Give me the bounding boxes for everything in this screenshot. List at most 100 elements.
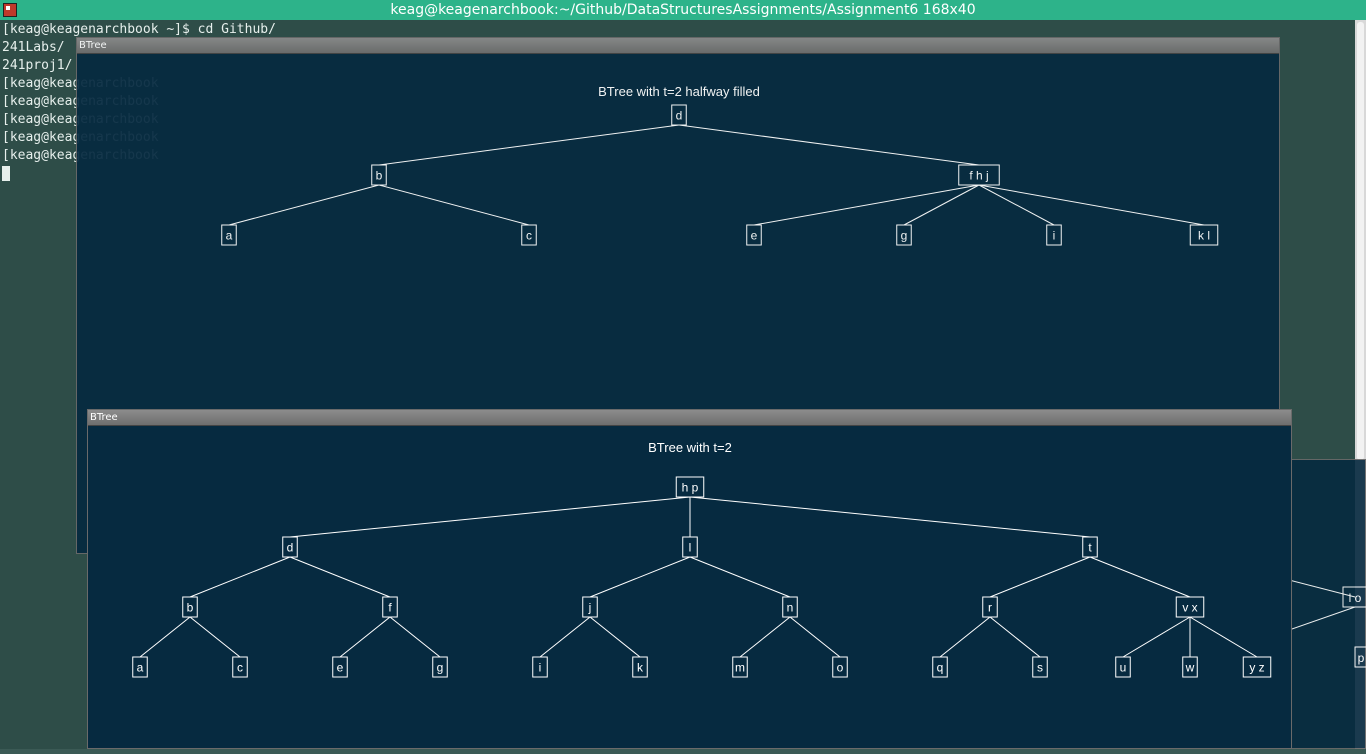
tree-node-box: [332, 656, 348, 678]
tree-node-label: g: [437, 661, 444, 675]
tree-node-label: r: [988, 601, 992, 615]
tree-node-label: w: [1185, 661, 1195, 675]
tree-node-label: a: [137, 661, 144, 675]
tree-edges: [139, 496, 1258, 658]
tree-node-box: [521, 224, 537, 246]
window-titlebar[interactable]: BTree: [88, 410, 1291, 426]
tree-node-box: [221, 224, 237, 246]
tree-edge: [939, 616, 991, 658]
tree-node-label: e: [751, 229, 758, 243]
tree-node-label: g: [901, 229, 908, 243]
tree-edge: [678, 124, 980, 166]
tree-node-label: k: [637, 661, 644, 675]
tree-edge: [389, 616, 441, 658]
tree-node-box: [682, 536, 698, 558]
tree-node-label: m: [735, 661, 745, 675]
terminal-scrollbar[interactable]: [1355, 20, 1366, 749]
tree-node-box: [532, 656, 548, 678]
tree-node-box: [671, 104, 687, 126]
tree-node-box: [282, 536, 298, 558]
tree-node-label: t: [1088, 541, 1092, 555]
terminal-cursor: [2, 166, 10, 181]
tree-node-label: a: [226, 229, 233, 243]
tree-edge: [339, 616, 391, 658]
tree-node-box: [1082, 536, 1098, 558]
tree-node-label: d: [287, 541, 294, 555]
tree-node-box: [1189, 224, 1219, 246]
chart-title: BTree with t=2: [648, 440, 732, 455]
tree-node-label: b: [187, 601, 194, 615]
tree-node-box: [1032, 656, 1048, 678]
tree-node-label: j: [588, 601, 592, 615]
tree-node-box: [632, 656, 648, 678]
tree-node-box: [732, 656, 748, 678]
tree-edge: [739, 616, 791, 658]
tree-node-box: [232, 656, 248, 678]
terminal-line: [keag@keagenarchbook ~]$ cd Github/: [2, 22, 276, 37]
background-tree-plot: l o p: [1288, 579, 1366, 668]
tree-edge: [139, 616, 191, 658]
btree-window-background[interactable]: l o p: [1288, 459, 1366, 749]
tree-edges: [228, 124, 1205, 226]
tree-edge: [1189, 616, 1258, 658]
tree-node-box: [932, 656, 948, 678]
tree-node-label: q: [937, 661, 944, 675]
tree-node-box: [1115, 656, 1131, 678]
tree-edge: [189, 556, 291, 598]
tree-node-label: e: [337, 661, 344, 675]
tree-edge: [1122, 616, 1191, 658]
tree-edge: [289, 556, 391, 598]
tree-node-label: y z: [1249, 661, 1264, 675]
tree-node-label: f h j: [969, 169, 988, 183]
tree-node-box: [982, 596, 998, 618]
tree-edge: [903, 184, 980, 226]
tree-node-box: [675, 476, 705, 498]
tree-node-label: f: [388, 601, 392, 615]
tree-node-label: d: [676, 109, 683, 123]
tree-node-box: [182, 596, 198, 618]
tree-edge: [589, 616, 641, 658]
tree-node-box: [371, 164, 387, 186]
scrollbar-thumb[interactable]: [1357, 22, 1364, 460]
tree-edge: [753, 184, 980, 226]
tree-edge: [1089, 556, 1191, 598]
tree-edge: [589, 556, 691, 598]
tree-edge: [378, 184, 530, 226]
tree-node-box: [382, 596, 398, 618]
window-titlebar[interactable]: BTree: [77, 38, 1279, 54]
tree-node-box: [896, 224, 912, 246]
tree-node-box: [132, 656, 148, 678]
tree-node-box: [1175, 596, 1205, 618]
tree-node-label: l: [689, 541, 692, 555]
tree-edge: [539, 616, 591, 658]
tree-node-label: i: [1053, 229, 1056, 243]
terminal-line: 241proj1/: [2, 58, 73, 73]
tree-node-label: p: [1358, 651, 1365, 665]
tree-node-box: [582, 596, 598, 618]
tree-node-box: [958, 164, 1000, 186]
tree-edge: [989, 616, 1041, 658]
tree-edge: [189, 616, 241, 658]
tree-edge: [989, 556, 1091, 598]
tree-edge: [689, 556, 791, 598]
chart-title: BTree with t=2 halfway filled: [598, 84, 760, 99]
tree-node-label: u: [1120, 661, 1127, 675]
tree-node-box: [832, 656, 848, 678]
tree-node-label: s: [1037, 661, 1043, 675]
tree-node-box: [1342, 586, 1366, 608]
tree-node-label: k l: [1198, 229, 1210, 243]
tree-node-label: n: [787, 601, 794, 615]
tree-node-label: h p: [682, 481, 699, 495]
tree-node-label: o: [837, 661, 844, 675]
terminal-title: keag@keagenarchbook:~/Github/DataStructu…: [390, 2, 976, 18]
tree-edge: [378, 124, 680, 166]
tree-node-box: [1182, 656, 1198, 678]
tree-edge: [1288, 606, 1356, 631]
tree-edge: [289, 496, 691, 538]
terminal-app-icon: [3, 3, 17, 17]
